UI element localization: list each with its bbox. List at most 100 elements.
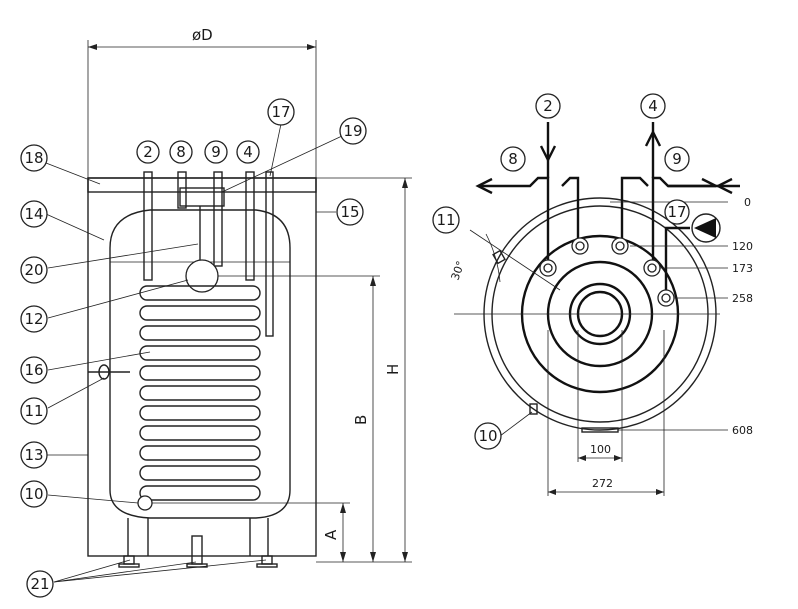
display-box-19 (179, 187, 225, 207)
callout-4-circle (236, 140, 260, 164)
inner-tank (109, 209, 291, 519)
coil-turn-11 (139, 485, 261, 501)
top-callout-10-circle (474, 422, 502, 450)
callout-14-circle (20, 200, 48, 228)
leader-16 (47, 351, 151, 371)
top-callout-8-circle (500, 146, 526, 172)
top-callout-17-circle (664, 199, 690, 225)
coil-turn-5 (139, 365, 261, 381)
top-leader-11-line (469, 229, 561, 291)
dim-100: 100 (590, 443, 611, 456)
pipe-route-17 (664, 226, 690, 296)
leader-17 (269, 123, 282, 177)
top-callout-4: 4 (648, 97, 658, 115)
coil-turn-6 (139, 385, 261, 401)
height-label: H (384, 364, 402, 375)
top-callout-10: 10 (478, 427, 497, 445)
top-view: 30° 0 120 173 258 608 100 272 2 4 (432, 93, 753, 496)
width-100-arrow-l (578, 455, 586, 461)
leader-21a (53, 559, 131, 583)
callout-19: 19 (343, 122, 362, 140)
dim-272: 272 (592, 477, 613, 490)
a-arrow-top (340, 503, 346, 513)
top-callout-8: 8 (508, 150, 518, 168)
foot-1-base (118, 563, 140, 568)
callout-9: 9 (211, 143, 221, 161)
diameter-label: øD (192, 26, 213, 44)
callout-13-circle (20, 441, 48, 469)
callout-19-circle (339, 117, 367, 145)
h-arrow-top (402, 178, 408, 188)
leader-19 (221, 135, 343, 193)
leader-18 (45, 162, 101, 185)
pipe-8 (177, 171, 187, 209)
arrow-9-head (715, 177, 733, 195)
pipe-4 (245, 171, 255, 281)
leader-12 (47, 279, 189, 319)
callout-11-circle (20, 397, 48, 425)
arrow-8-head (475, 177, 493, 195)
callout-17: 17 (271, 103, 290, 121)
top-callouts: 2 4 8 9 17 11 10 (432, 93, 690, 450)
top-callout-4-circle (640, 93, 666, 119)
b-arrow-bottom (370, 552, 376, 562)
b-arrow-top (370, 276, 376, 286)
callout-18: 18 (24, 149, 43, 167)
leader-10 (47, 494, 139, 504)
callout-12: 12 (24, 310, 43, 328)
pipe-9 (213, 171, 223, 267)
pump-17-triangle (694, 218, 716, 238)
angle-label: 30° (449, 259, 468, 282)
dim-608: 608 (732, 424, 753, 437)
callout-12-circle (20, 305, 48, 333)
dim-173: 173 (732, 262, 753, 275)
arrow-4-head (644, 129, 662, 147)
pipe-route-9 (620, 176, 649, 246)
callout-4: 4 (243, 143, 253, 161)
ring-2-inner (543, 263, 553, 273)
top-callout-11: 11 (436, 211, 455, 229)
top-lid (87, 177, 317, 193)
ring-4-inner (647, 263, 657, 273)
callout-16: 16 (24, 361, 43, 379)
callout-13: 13 (24, 446, 43, 464)
h-arrow-bottom (402, 552, 408, 562)
drain-10 (137, 495, 153, 511)
width-100-arrow-r (614, 455, 622, 461)
heat-exchanger-coil (139, 285, 261, 501)
top-callout-9-circle (664, 146, 690, 172)
fitting-11 (88, 364, 130, 380)
coil-turn-2 (139, 305, 261, 321)
top-callout-2: 2 (543, 97, 553, 115)
ring-9-inner (615, 241, 625, 251)
top-connections (143, 171, 274, 337)
coil-turn-7 (139, 405, 261, 421)
callout-2: 2 (143, 143, 153, 161)
width-272-arrow-r (656, 489, 664, 495)
top-leader-10 (499, 411, 533, 437)
foot-3-base (256, 563, 278, 568)
callout-21-circle (26, 570, 54, 598)
callout-21: 21 (30, 575, 49, 593)
arrow-2-head (539, 145, 557, 163)
coil-turn-8 (139, 425, 261, 441)
callout-2-circle (136, 140, 160, 164)
side-callouts: 18 14 20 12 16 11 13 10 21 2 8 9 (20, 98, 367, 598)
sensor-well-17 (265, 171, 274, 337)
dim-b-label: B (352, 415, 370, 425)
callout-11: 11 (24, 402, 43, 420)
callout-8-circle (169, 140, 193, 164)
side-view: øD (20, 26, 412, 598)
leader-20 (47, 243, 199, 269)
ring-17-inner (661, 293, 671, 303)
foot-2 (191, 535, 203, 565)
callout-15: 15 (340, 203, 359, 221)
callout-8: 8 (176, 143, 186, 161)
pipe-2 (143, 171, 153, 281)
adjustable-feet (118, 535, 278, 568)
pump-17 (691, 213, 721, 243)
dim-a-label: A (322, 529, 340, 540)
callout-20: 20 (24, 261, 43, 279)
